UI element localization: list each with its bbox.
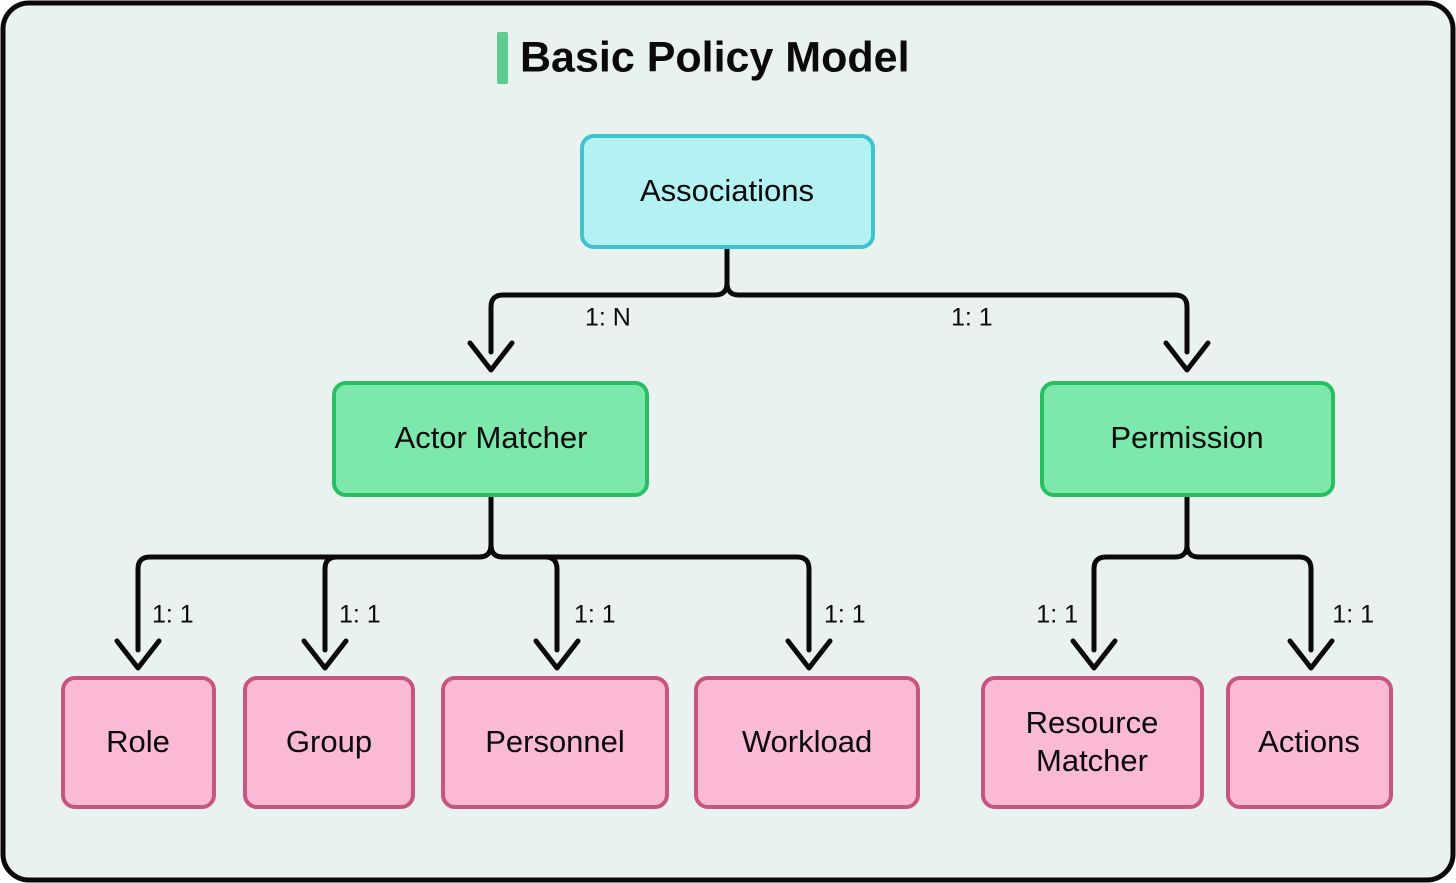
edge-label-assoc-to-permission: 1: 1: [951, 304, 993, 332]
node-personnel-label: Personnel: [485, 724, 625, 759]
node-role-label: Role: [106, 724, 170, 759]
node-actions-label: Actions: [1258, 724, 1360, 759]
node-personnel[interactable]: Personnel: [441, 676, 669, 809]
node-associations[interactable]: Associations: [580, 134, 875, 249]
node-permission[interactable]: Permission: [1040, 381, 1335, 497]
node-workload-label: Workload: [742, 724, 872, 759]
node-actor-matcher-box[interactable]: [332, 381, 649, 497]
node-actions-box[interactable]: [1226, 676, 1393, 809]
page-title: Basic Policy Model: [520, 33, 910, 81]
node-resource-matcher-label-line1: Resource: [1026, 705, 1159, 740]
node-group-label: Group: [286, 724, 372, 759]
node-actor-matcher-label: Actor Matcher: [395, 420, 588, 455]
node-permission-box[interactable]: [1040, 381, 1335, 497]
edge-label-perm-to-resource: 1: 1: [1036, 601, 1078, 629]
node-role[interactable]: Role: [61, 676, 216, 809]
node-role-box[interactable]: [61, 676, 216, 809]
edge-label-assoc-to-actor: 1: N: [585, 304, 631, 332]
edge-label-actor-to-role: 1: 1: [152, 601, 194, 629]
edge-label-actor-to-workload: 1: 1: [824, 601, 866, 629]
node-resource-matcher-box[interactable]: [981, 676, 1204, 809]
node-actions[interactable]: Actions: [1226, 676, 1393, 809]
node-actor-matcher[interactable]: Actor Matcher: [332, 381, 649, 497]
node-associations-box[interactable]: [580, 134, 875, 249]
node-workload[interactable]: Workload: [694, 676, 920, 809]
node-associations-label: Associations: [640, 173, 814, 208]
node-permission-label: Permission: [1110, 420, 1263, 455]
node-workload-box[interactable]: [694, 676, 920, 809]
node-group-box[interactable]: [243, 676, 415, 809]
edge-actor-matcher-workload: [488, 492, 833, 671]
node-resource-matcher-label-line2: Matcher: [1036, 743, 1148, 778]
node-personnel-box[interactable]: [441, 676, 669, 809]
edge-label-actor-to-personnel: 1: 1: [574, 601, 616, 629]
node-group[interactable]: Group: [243, 676, 415, 809]
edge-associations-permission: [724, 244, 1211, 373]
edge-permission-actions: [1184, 492, 1335, 671]
title-accent-bar: [497, 32, 508, 84]
edge-label-actor-to-group: 1: 1: [339, 601, 381, 629]
node-resource-matcher[interactable]: Resource Matcher: [981, 676, 1204, 809]
edge-label-perm-to-actions: 1: 1: [1332, 601, 1374, 629]
